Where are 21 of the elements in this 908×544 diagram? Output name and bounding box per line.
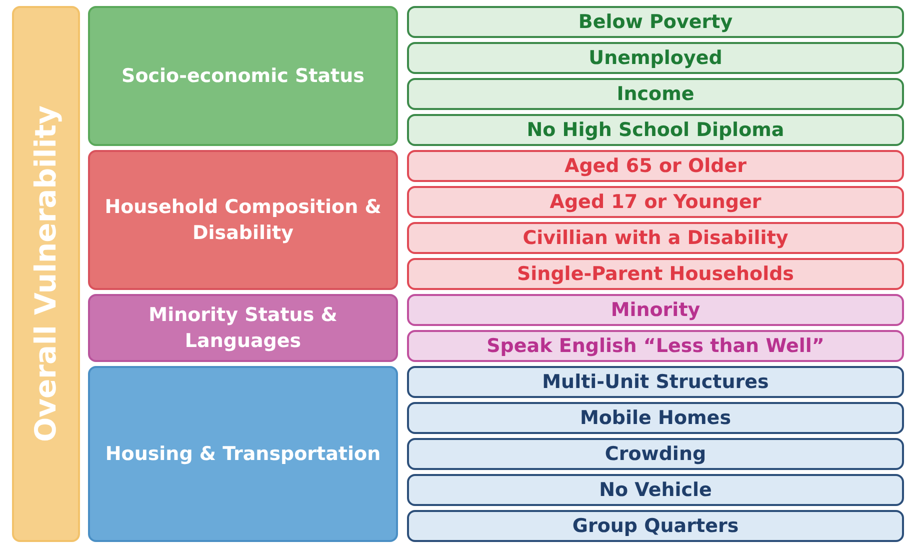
- variable-box: Group Quarters: [407, 510, 904, 542]
- variable-box: Minority: [407, 294, 904, 326]
- category-box: Minority Status & Languages: [88, 294, 398, 362]
- category-box: Household Composition & Disability: [88, 150, 398, 290]
- variable-box: Aged 17 or Younger: [407, 186, 904, 218]
- variable-box: Crowding: [407, 438, 904, 470]
- variable-box: Mobile Homes: [407, 402, 904, 434]
- variable-box: Multi-Unit Structures: [407, 366, 904, 398]
- variable-box: Aged 65 or Older: [407, 150, 904, 182]
- variable-box: No High School Diploma: [407, 114, 904, 146]
- category-box: Housing & Transportation: [88, 366, 398, 542]
- variable-box: Civillian with a Disability: [407, 222, 904, 254]
- category-band: [12, 6, 80, 542]
- variable-box: Below Poverty: [407, 6, 904, 38]
- variable-box: No Vehicle: [407, 474, 904, 506]
- variable-box: Income: [407, 78, 904, 110]
- variable-box: Unemployed: [407, 42, 904, 74]
- band-title: Overall Vulnerability: [27, 106, 64, 442]
- variable-box: Speak English “Less than Well”: [407, 330, 904, 362]
- variable-box: Single-Parent Households: [407, 258, 904, 290]
- category-box: Socio-economic Status: [88, 6, 398, 146]
